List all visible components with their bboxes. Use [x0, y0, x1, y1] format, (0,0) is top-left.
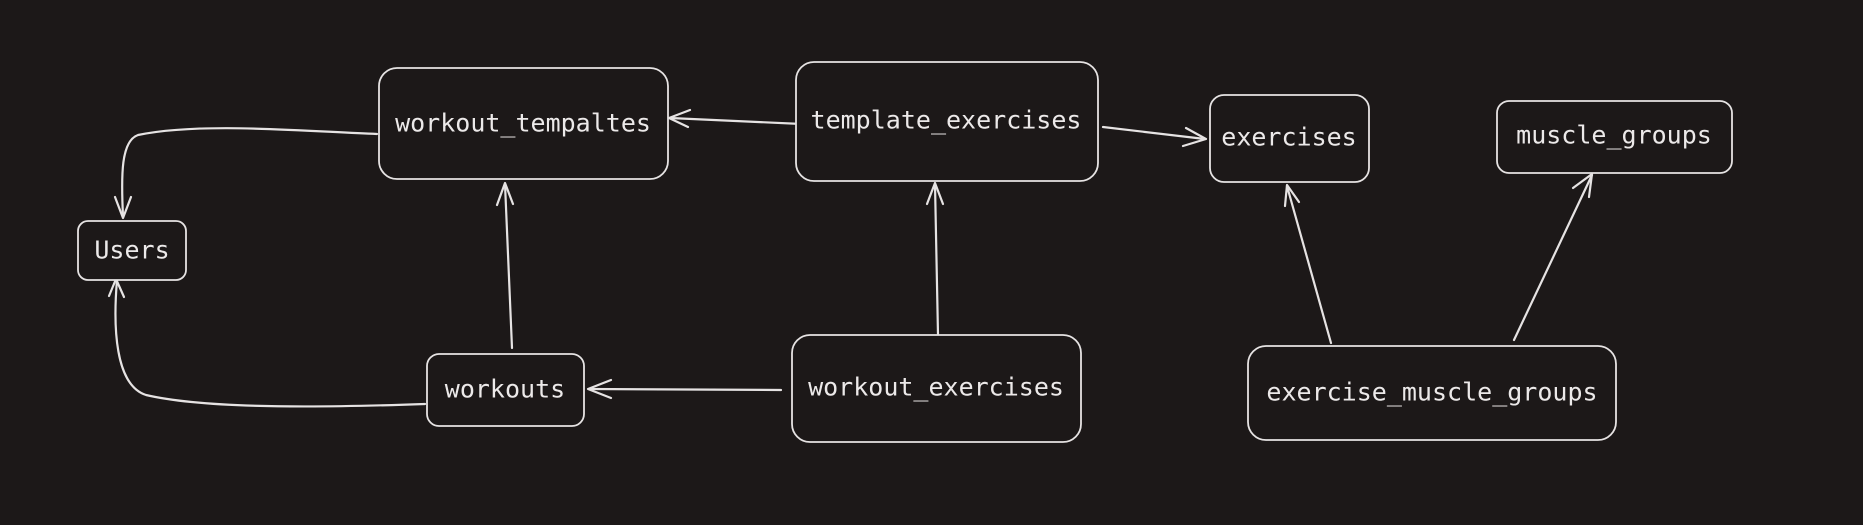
edge-workouts-to-workout-templates	[503, 182, 514, 350]
arrowhead-workouts-to-workout-templates	[495, 181, 515, 207]
nodes-layer: Users workout_tempaltes template_exercis…	[77, 61, 1733, 443]
edge-exercise-muscle-groups-to-muscle-groups	[1512, 173, 1594, 342]
edge-workout-exercises-to-workouts	[587, 387, 783, 392]
node-label: muscle_groups	[1516, 121, 1712, 150]
node-template-exercises[interactable]: template_exercises	[795, 61, 1099, 182]
edge-workout-exercises-to-template-exercises	[933, 182, 940, 337]
node-workouts[interactable]: workouts	[426, 353, 585, 427]
node-workout-exercises[interactable]: workout_exercises	[791, 334, 1082, 443]
edge-workouts-to-users	[114, 278, 427, 408]
edge-template-exercises-to-workout-templates	[668, 116, 804, 126]
edge-workout-templates-to-users	[121, 127, 379, 218]
node-label: workout_exercises	[808, 373, 1064, 402]
arrowhead-template-exercises-to-exercises	[1181, 126, 1208, 148]
node-label: workout_tempaltes	[395, 109, 651, 138]
edges-layer	[107, 108, 1594, 408]
arrowhead-exercise-muscle-groups-to-muscle-groups	[1571, 172, 1594, 199]
node-label: Users	[94, 236, 169, 265]
node-exercises[interactable]: exercises	[1209, 94, 1370, 183]
node-muscle-groups[interactable]: muscle_groups	[1496, 100, 1733, 174]
node-exercise-muscle-groups[interactable]: exercise_muscle_groups	[1247, 345, 1617, 441]
edge-exercise-muscle-groups-to-exercises	[1285, 184, 1333, 345]
node-workout-tempaltes[interactable]: workout_tempaltes	[378, 67, 669, 180]
arrowhead-template-exercises-to-workout-templates	[667, 108, 692, 129]
arrowhead-workout-exercises-to-workouts	[586, 378, 613, 400]
node-label: template_exercises	[811, 106, 1082, 135]
edge-template-exercises-to-exercises	[1101, 125, 1207, 141]
node-users[interactable]: Users	[77, 220, 187, 281]
arrowhead-workout-templates-to-users	[113, 195, 133, 220]
arrowhead-exercise-muscle-groups-to-exercises	[1283, 183, 1301, 208]
node-label: exercise_muscle_groups	[1266, 378, 1597, 407]
arrowhead-workout-exercises-to-template-exercises	[925, 181, 945, 206]
node-label: exercises	[1221, 123, 1356, 152]
node-label: workouts	[445, 375, 565, 404]
